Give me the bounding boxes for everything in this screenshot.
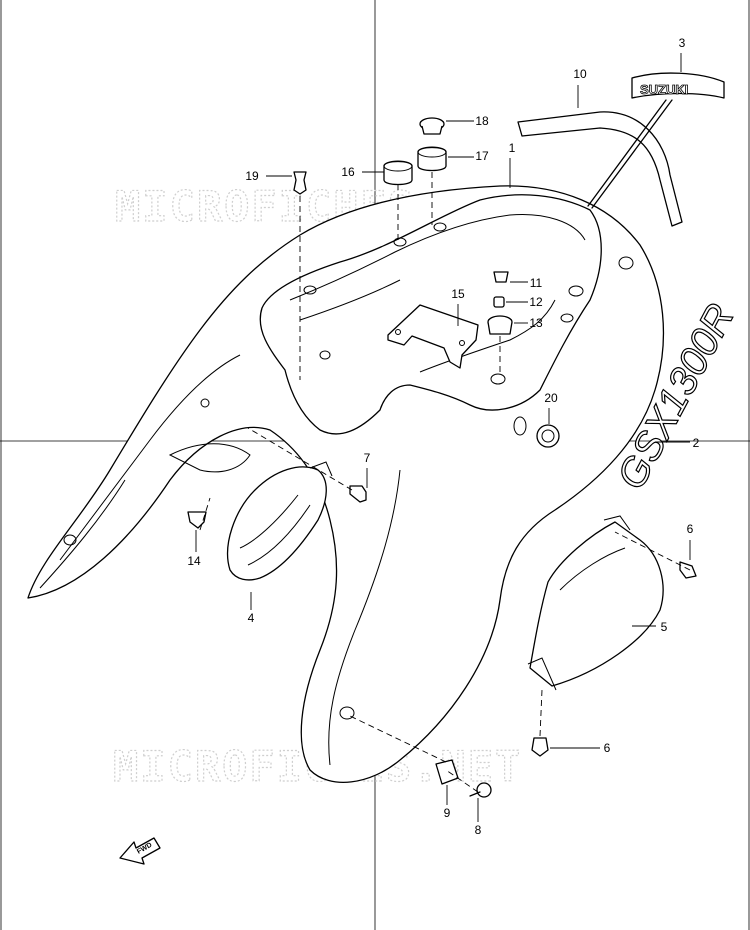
part-number-label: 18 bbox=[475, 114, 489, 128]
part-number-label: 11 bbox=[530, 276, 543, 290]
part-number-label: 16 bbox=[341, 165, 355, 179]
part-number-label: 10 bbox=[573, 67, 587, 81]
side-tray bbox=[527, 515, 664, 691]
suzuki-emblem: SUZUKI bbox=[587, 72, 725, 209]
part-number-label: 6 bbox=[687, 522, 694, 536]
part-number-label: 4 bbox=[248, 611, 255, 625]
part-number-label: 8 bbox=[475, 823, 482, 837]
bracket bbox=[387, 304, 479, 369]
part-number-label: 20 bbox=[544, 391, 558, 405]
tool-pouch bbox=[226, 461, 333, 581]
part-number-label: 7 bbox=[364, 451, 371, 465]
part-number-label: 2 bbox=[693, 436, 700, 450]
leader-lines bbox=[199, 172, 691, 793]
hardware bbox=[187, 117, 697, 798]
brand-emblem-text: SUZUKI bbox=[640, 82, 688, 97]
part-number-label: 1 bbox=[509, 141, 516, 155]
part-number-label: 15 bbox=[451, 287, 465, 301]
grab-rail bbox=[517, 111, 683, 227]
part-number-label: 17 bbox=[475, 149, 489, 163]
part-number-label: 14 bbox=[187, 554, 201, 568]
part-number-label: 6 bbox=[604, 741, 611, 755]
part-number-label: 12 bbox=[529, 295, 543, 309]
part-number-label: 19 bbox=[245, 169, 259, 183]
forward-direction-arrow: FWD bbox=[119, 837, 161, 865]
part-number-label: 3 bbox=[679, 36, 686, 50]
part-number-label: 13 bbox=[529, 316, 543, 330]
part-number-label: 9 bbox=[444, 806, 451, 820]
part-number-label: 5 bbox=[661, 620, 668, 634]
